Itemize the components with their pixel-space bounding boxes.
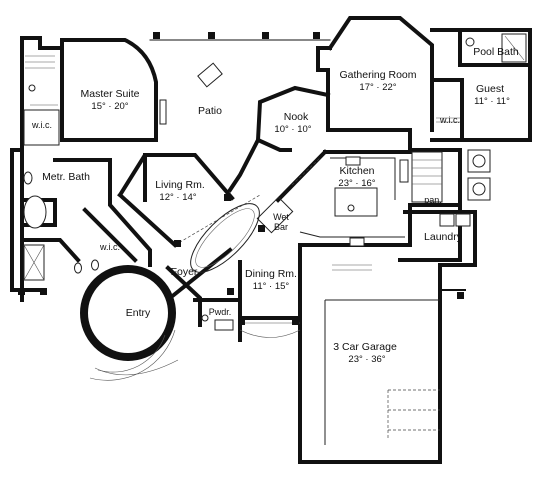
dims-gathering-room: 17° · 22° <box>359 82 396 93</box>
label-dining-rm: Dining Rm. <box>245 268 297 280</box>
label-foyer: Foyer <box>171 266 198 278</box>
label-garage: 3 Car Garage <box>333 341 397 353</box>
label-wic-bath: w.i.c. <box>99 242 120 252</box>
label-pantry: pan. <box>424 195 442 205</box>
room-labels: Master Suite 15° · 20° Patio Gathering R… <box>31 46 519 365</box>
label-master-suite: Master Suite <box>81 88 140 100</box>
label-laundry: Laundry <box>424 231 463 243</box>
details <box>23 33 527 445</box>
label-guest: Guest <box>476 83 504 95</box>
dims-guest: 11° · 11° <box>474 96 510 107</box>
dims-nook: 10° · 10° <box>274 124 311 135</box>
dims-garage: 23° · 36° <box>348 354 385 365</box>
dims-kitchen: 23° · 16° <box>338 178 375 189</box>
dims-master-suite: 15° · 20° <box>91 101 128 112</box>
label-wet-bar-1: Wet <box>273 212 289 222</box>
label-patio: Patio <box>198 105 222 117</box>
label-wic-guest: w.i.c. <box>439 115 460 125</box>
label-kitchen: Kitchen <box>339 165 374 177</box>
label-nook: Nook <box>284 111 309 123</box>
label-pwdr: Pwdr. <box>209 307 232 317</box>
label-living-rm: Living Rm. <box>155 179 205 191</box>
label-gathering-room: Gathering Room <box>339 69 416 81</box>
label-metr-bath: Metr. Bath <box>42 171 90 183</box>
label-entry: Entry <box>126 307 151 319</box>
dims-dining-rm: 11° · 15° <box>253 281 290 292</box>
label-wet-bar-2: Bar <box>274 222 288 232</box>
columns <box>18 32 464 325</box>
label-wic-master: w.i.c. <box>31 120 52 130</box>
dims-living-rm: 12° · 14° <box>159 192 196 203</box>
label-pool-bath: Pool Bath <box>473 46 519 58</box>
entry-tower <box>80 265 179 381</box>
